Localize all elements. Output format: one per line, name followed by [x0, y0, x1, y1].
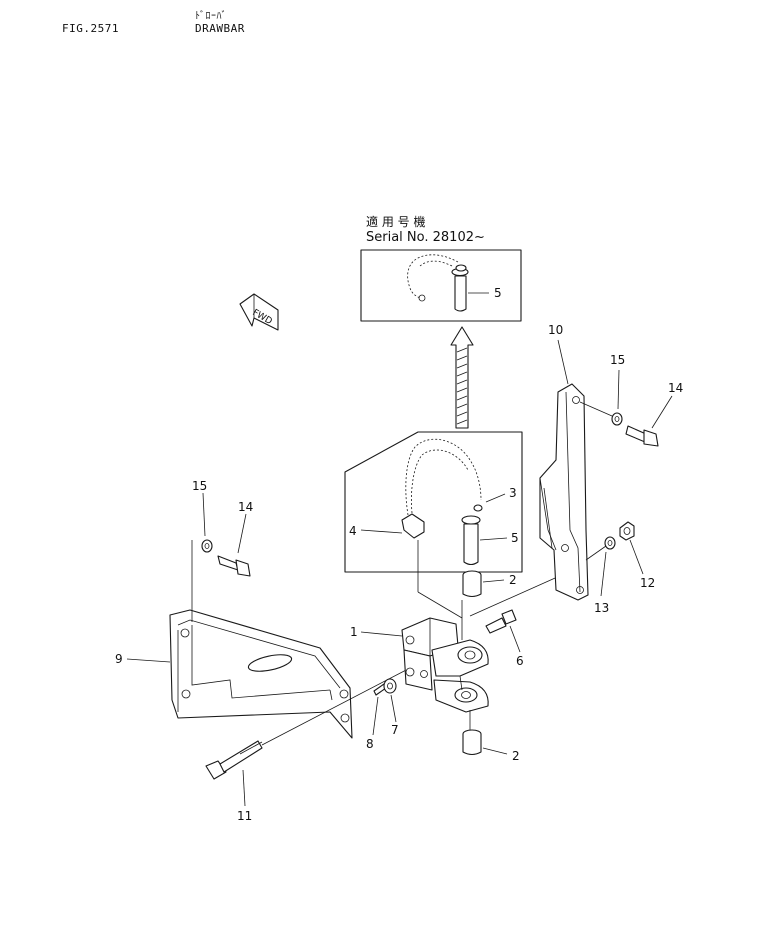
- callout-15-right: 15: [610, 353, 625, 367]
- long-bolt: [205, 740, 263, 780]
- callout-14-left: 14: [238, 500, 253, 514]
- view-arrow: [450, 326, 474, 429]
- hex-nut: [619, 521, 635, 541]
- callout-15-left: 15: [192, 479, 207, 493]
- side-plate: [169, 609, 353, 739]
- drawbar-pin: [461, 504, 483, 566]
- right-plate: [539, 383, 589, 601]
- detail-frame: [344, 431, 523, 573]
- callout-6: 6: [516, 654, 524, 668]
- inset-frame: [360, 249, 522, 322]
- callout-5: 5: [511, 531, 519, 545]
- figure-title: DRAWBAR: [195, 22, 245, 35]
- chain: [405, 438, 482, 516]
- bolt-right: [625, 425, 659, 447]
- figure-number: FIG.2571: [62, 22, 119, 35]
- callout-14-right: 14: [668, 381, 683, 395]
- bushing-lower: [462, 729, 482, 756]
- callout-8: 8: [366, 737, 374, 751]
- washer-right: [611, 412, 623, 426]
- bolt-left: [217, 555, 251, 577]
- fwd-direction-icon: FWD: [239, 293, 279, 331]
- serial-number-label: Serial No. 28102~: [366, 230, 485, 245]
- washer-13: [604, 536, 616, 550]
- callout-13: 13: [594, 601, 609, 615]
- callout-11: 11: [237, 809, 252, 823]
- inset-pin: [451, 264, 469, 312]
- washer-left: [201, 539, 213, 553]
- lock-clip: [401, 513, 425, 539]
- drawbar-clevis: [431, 639, 489, 713]
- callout-5-inset: 5: [494, 286, 502, 300]
- serial-inset: 適 用 号 機 Serial No. 28102~ 5: [360, 214, 522, 322]
- callout-1: 1: [350, 625, 358, 639]
- callout-2-upper: 2: [509, 573, 517, 587]
- callout-3: 3: [509, 486, 517, 500]
- title-japanese: ﾄﾞﾛｰﾊﾞ: [195, 11, 227, 22]
- callout-7: 7: [391, 723, 399, 737]
- bolt-short: [485, 609, 517, 634]
- callout-10: 10: [548, 323, 563, 337]
- applicability-label-jp: 適 用 号 機: [366, 214, 425, 229]
- callout-4: 4: [349, 524, 357, 538]
- callout-12: 12: [640, 576, 655, 590]
- inset-chain: [407, 254, 459, 299]
- callout-9: 9: [115, 652, 123, 666]
- castle-nut: [383, 678, 397, 694]
- bushing-upper: [462, 570, 482, 598]
- callout-2-lower: 2: [512, 749, 520, 763]
